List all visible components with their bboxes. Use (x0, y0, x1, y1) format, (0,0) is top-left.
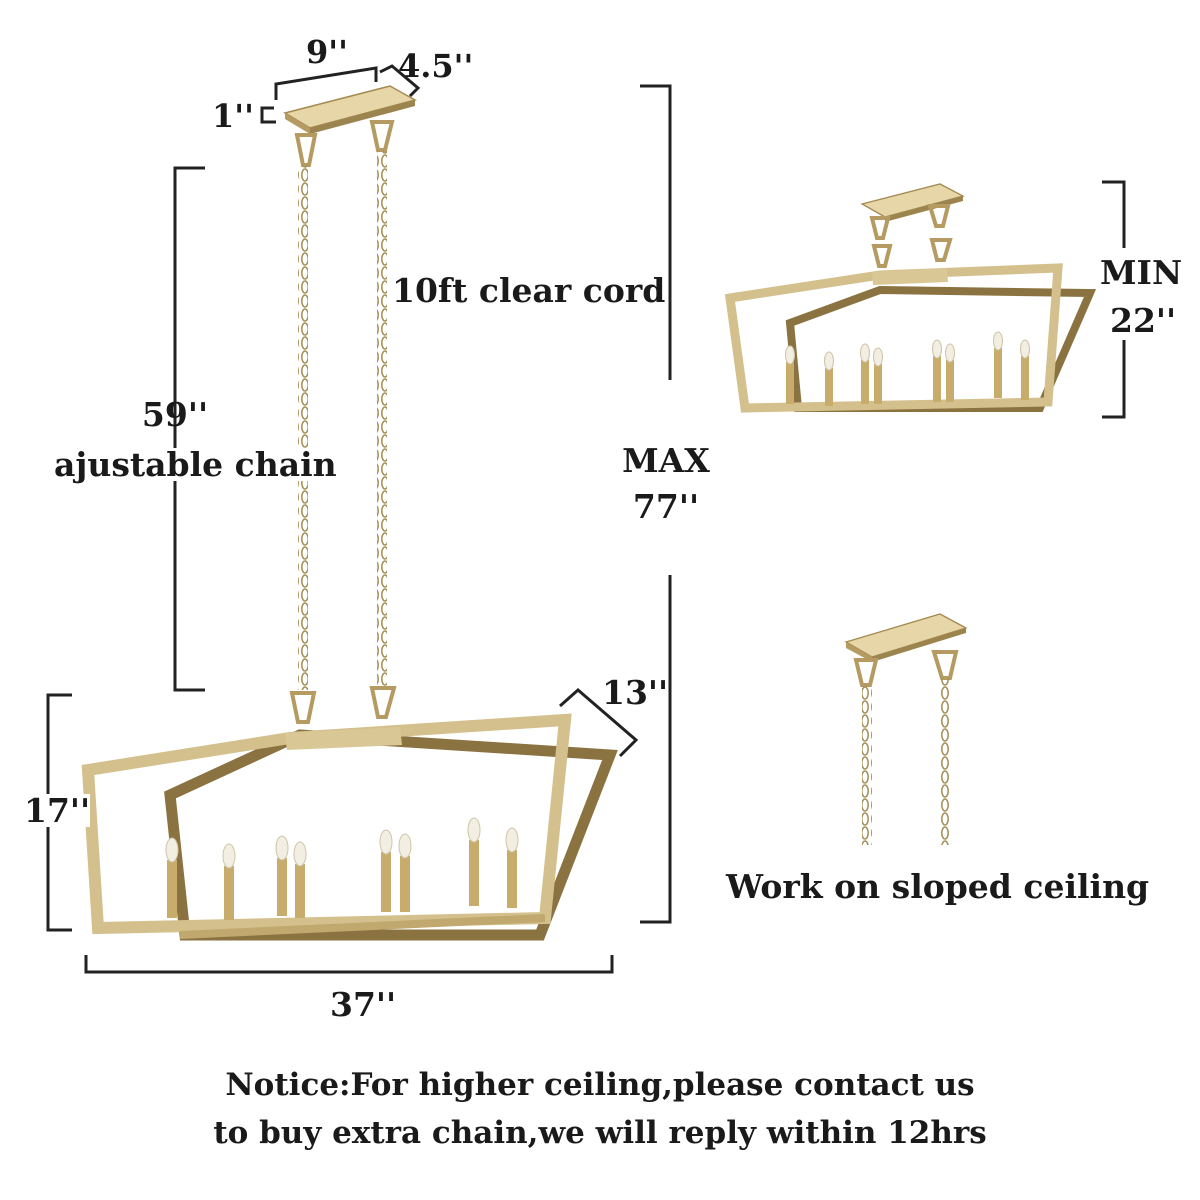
max-label: MAX (622, 441, 710, 480)
dimension-lines (46, 64, 672, 974)
min-dimension-line-lower (1102, 340, 1126, 419)
min-label: MIN (1100, 253, 1183, 292)
min-dimension-line (1102, 180, 1126, 248)
main-lantern-frame (81, 713, 618, 941)
notice-line-1: Notice:For higher ceiling,please contact… (225, 1067, 975, 1103)
main-frame-hooks (289, 686, 397, 724)
main-canopy (283, 85, 417, 134)
height-label: 17'' (24, 791, 91, 830)
main-chains (298, 150, 387, 690)
notice-line-2: to buy extra chain,we will reply within … (213, 1115, 987, 1151)
canopy-width-label: 4.5'' (398, 47, 474, 85)
canopy-height-label: 1'' (212, 97, 254, 135)
length-label: 37'' (330, 985, 397, 1024)
chain-note-label: ajustable chain (52, 445, 339, 484)
canopy-length-label: 9'' (306, 33, 348, 71)
min-value-label: 22'' (1110, 301, 1177, 340)
depth-label: 13'' (602, 673, 669, 712)
max-value-label: 77'' (632, 487, 700, 526)
main-candles (165, 817, 519, 920)
sloped-ceiling-canopy (844, 613, 968, 845)
chain-length-label: 59'' (141, 395, 209, 434)
min-chandelier (724, 183, 1097, 413)
cord-note-label: 10ft clear cord (392, 271, 666, 310)
sloped-ceiling-note: Work on sloped ceiling (726, 867, 1150, 906)
